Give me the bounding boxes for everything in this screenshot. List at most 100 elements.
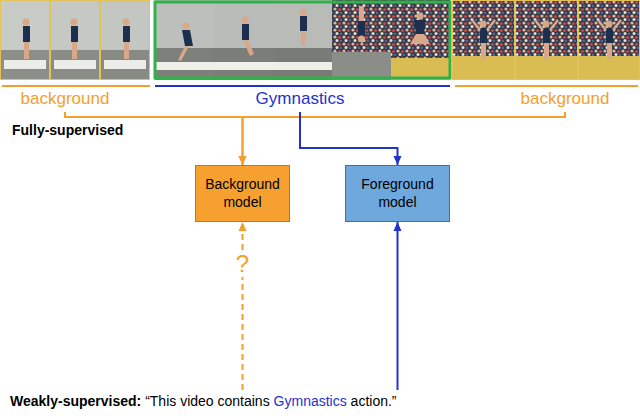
frame-crowd xyxy=(578,0,640,80)
frame-border xyxy=(1,1,50,80)
gymnast-body xyxy=(71,26,78,42)
gymnast-legs xyxy=(544,43,549,59)
frame-floor xyxy=(273,48,332,80)
frame-wall xyxy=(0,0,50,80)
frame-border xyxy=(516,1,578,80)
gymnast-body xyxy=(414,20,426,34)
video-frame xyxy=(0,0,50,80)
frame-wall xyxy=(100,0,150,80)
label-text: action.” xyxy=(351,393,397,409)
highlight-box xyxy=(155,2,450,78)
box-label: Foreground model xyxy=(350,176,445,211)
gymnast-body xyxy=(123,26,130,42)
gymnast-head xyxy=(23,19,30,26)
model-box: Background model xyxy=(195,165,290,222)
video-frame xyxy=(155,0,214,80)
vault-mat xyxy=(54,60,96,69)
gymnast-head xyxy=(417,13,424,20)
frame-crowd xyxy=(515,0,578,80)
connector xyxy=(243,112,566,165)
frame-floor xyxy=(332,52,391,80)
frame-border xyxy=(453,1,515,80)
frame-border xyxy=(51,1,100,80)
gymnast-head xyxy=(606,21,613,28)
connector xyxy=(65,112,243,165)
runway xyxy=(214,62,273,70)
section-label: Fully-supervised xyxy=(12,122,123,138)
gymnast-head xyxy=(71,19,78,26)
gymnast-body xyxy=(23,26,30,42)
label-text: “This video contains xyxy=(145,393,270,409)
gymnast-body xyxy=(358,21,365,36)
gymnast-legs xyxy=(243,40,254,56)
video-frame xyxy=(332,0,391,80)
frame-crowd xyxy=(452,0,515,80)
video-frame xyxy=(100,0,150,80)
gymnast-body xyxy=(182,30,193,46)
gymnast-arms xyxy=(598,20,621,30)
frame-wall xyxy=(214,0,273,80)
frame-floor xyxy=(452,56,515,80)
gymnast-head xyxy=(300,9,307,16)
gymnast-head xyxy=(480,21,487,28)
video-frame xyxy=(515,0,578,80)
gymnast-head xyxy=(242,17,249,24)
gymnast-legs xyxy=(607,43,612,59)
segment-underline xyxy=(2,85,150,87)
gymnast-body xyxy=(242,24,249,40)
connector xyxy=(397,222,399,390)
video-frame xyxy=(452,0,515,80)
frame-floor xyxy=(578,56,640,80)
gymnast-legs xyxy=(124,42,129,59)
gymnast-head xyxy=(543,21,550,28)
gymnast-head xyxy=(123,19,130,26)
gymnast-legs xyxy=(301,31,306,46)
gymnast-body xyxy=(480,28,487,43)
video-frame xyxy=(391,0,450,80)
gymnast-arms xyxy=(535,20,558,30)
frame-crowd xyxy=(332,0,391,80)
label-text: Gymnastics xyxy=(256,89,345,108)
frame-border xyxy=(101,1,150,80)
gymnast-head xyxy=(183,23,190,30)
gymnast-legs xyxy=(359,6,364,21)
frame-floor xyxy=(214,48,273,80)
gymnast-body xyxy=(606,28,613,43)
box-label: Background model xyxy=(200,176,285,211)
segment-underline xyxy=(455,85,638,87)
edge-label: ? xyxy=(233,251,252,277)
frame-wall xyxy=(273,0,332,80)
gymnast-legs xyxy=(178,46,189,61)
segment-label: background xyxy=(21,89,110,109)
video-frame xyxy=(214,0,273,80)
video-frame xyxy=(578,0,640,80)
segment-underline xyxy=(155,85,450,87)
supervision-sentence: Weakly-supervised:“This video containsGy… xyxy=(10,393,400,409)
frame-floor xyxy=(515,56,578,80)
gymnast-head xyxy=(358,36,365,43)
gymnast-legs xyxy=(481,43,486,59)
vault-mat xyxy=(104,60,146,69)
connector xyxy=(300,112,398,165)
label-text: Gymnastics xyxy=(274,393,347,409)
model-box: Foreground model xyxy=(345,165,450,222)
vault-mat xyxy=(4,60,46,69)
frame-border xyxy=(579,1,640,80)
segment-label: Gymnastics xyxy=(256,89,345,109)
gymnast-arms xyxy=(472,20,495,30)
frame-crowd xyxy=(391,0,450,80)
gymnast-legs xyxy=(410,34,430,44)
segment-label: background xyxy=(521,89,610,109)
gymnast-legs xyxy=(72,42,77,59)
label-text: background xyxy=(21,89,110,108)
video-frame xyxy=(50,0,100,80)
label-text: Weakly-supervised: xyxy=(10,393,141,409)
connector xyxy=(242,222,244,390)
gymnast-body xyxy=(543,28,550,43)
label-text: background xyxy=(521,89,610,108)
runway xyxy=(155,62,214,70)
frame-wall xyxy=(50,0,100,80)
